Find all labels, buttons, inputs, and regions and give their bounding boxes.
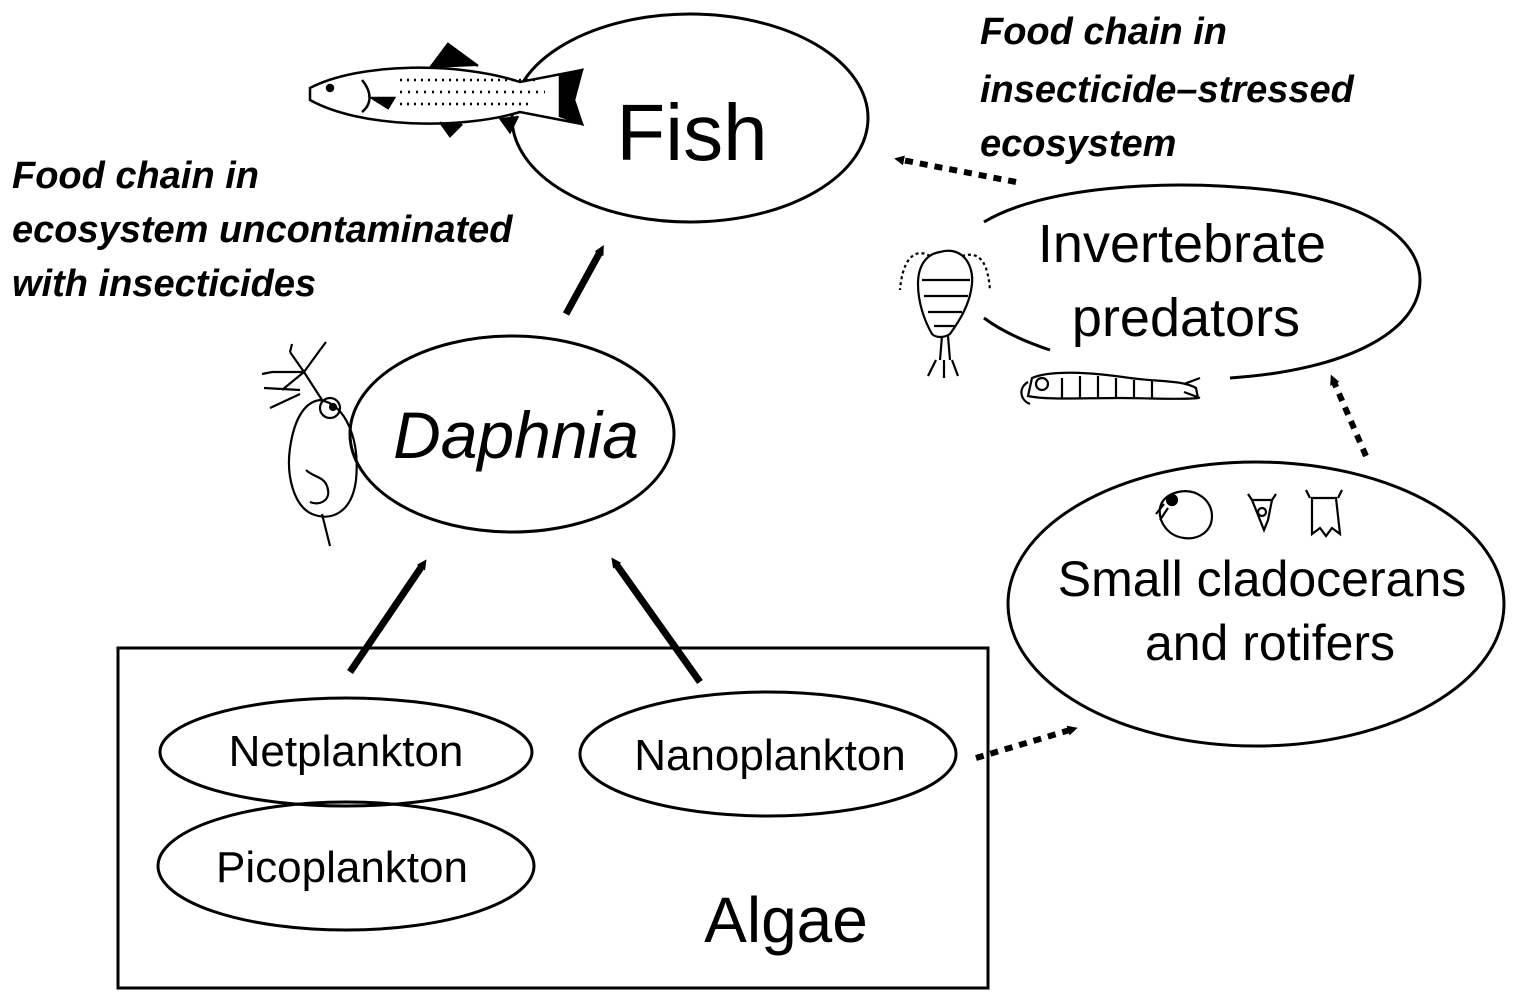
larva-icon: [1021, 373, 1200, 404]
small-cladocerans-label-line-2: and rotifers: [1145, 615, 1395, 671]
invertebrate-predators-label-line-1: Invertebrate: [1038, 214, 1326, 274]
algae-label: Algae: [704, 884, 868, 956]
caption-stressed-line-1: Food chain in: [980, 11, 1227, 53]
daphnia-node: Daphnia: [350, 336, 674, 532]
daphnia-label: Daphnia: [393, 398, 639, 472]
small-cladocerans-node: Small cladocerans and rotifers: [1008, 462, 1504, 746]
nanoplankton-node: Nanoplankton: [580, 692, 956, 816]
caption-uncontaminated-line-2: ecosystem uncontaminated: [12, 209, 513, 251]
cladoceran-icon: [1156, 491, 1212, 538]
picoplankton-node: Picoplankton: [158, 802, 534, 930]
arrow-nanoplankton-to-daphnia: [616, 564, 700, 682]
caption-uncontaminated-line-1: Food chain in: [12, 155, 259, 197]
daphnia-icon: [262, 342, 357, 546]
caption-uncontaminated-line-3: with insecticides: [12, 263, 316, 305]
copepod-icon: [900, 251, 990, 378]
netplankton-node: Netplankton: [160, 698, 532, 806]
fish-icon: [310, 44, 582, 136]
rotifer-icon: [1248, 494, 1276, 530]
invertebrate-predators-label-line-2: predators: [1072, 288, 1300, 348]
arrow-daphnia-to-fish: [566, 252, 600, 314]
caption-uncontaminated: Food chain in ecosystem uncontaminated w…: [12, 155, 513, 305]
picoplankton-label: Picoplankton: [216, 843, 468, 892]
netplankton-label: Netplankton: [229, 727, 464, 776]
caption-stressed-line-3: ecosystem: [980, 123, 1176, 165]
caption-stressed: Food chain in insecticide–stressed ecosy…: [980, 11, 1355, 165]
arrow-netplankton-to-daphnia: [350, 566, 422, 672]
arrow-nanoplankton-to-small-cladocerans: [976, 730, 1070, 758]
rotifer-lorica-icon: [1306, 490, 1342, 536]
small-cladocerans-label-line-1: Small cladocerans: [1058, 551, 1467, 607]
nanoplankton-label: Nanoplankton: [634, 731, 906, 780]
caption-stressed-line-2: insecticide–stressed: [980, 69, 1355, 111]
fish-label: Fish: [616, 88, 767, 177]
arrow-small-cladocerans-to-invertebrate-predators: [1334, 382, 1366, 456]
invertebrate-predators-node: Invertebrate predators: [984, 185, 1420, 378]
